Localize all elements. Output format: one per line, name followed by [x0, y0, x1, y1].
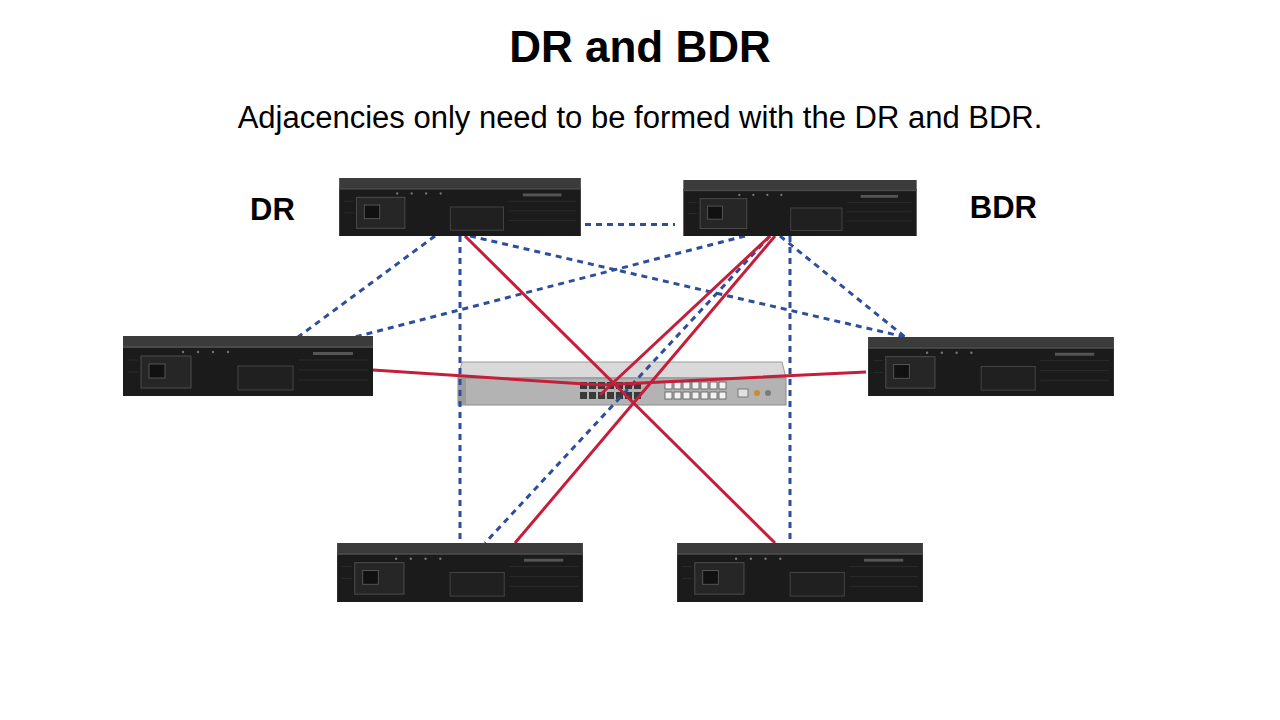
- router: [339, 178, 581, 236]
- router-node: DR: [245, 178, 585, 236]
- router: [868, 337, 1114, 396]
- cable-line: [600, 236, 770, 395]
- cable-line: [465, 236, 775, 543]
- router: [123, 336, 373, 396]
- routers: [123, 178, 1114, 602]
- diagram-title: DR and BDR: [0, 22, 1280, 72]
- red-cables: [373, 236, 866, 543]
- router-role-label: DR: [250, 192, 295, 228]
- cable-line: [515, 236, 775, 543]
- dashed-adjacency-lines: [298, 236, 905, 543]
- router: [337, 543, 583, 602]
- router: [677, 543, 923, 602]
- router-node: BDR: [675, 180, 1045, 236]
- router: [683, 180, 916, 236]
- adjacency-line: [585, 223, 675, 226]
- subtitle-text: Adjacencies only need to be formed with …: [0, 100, 1280, 136]
- dashed-line: [789, 236, 792, 543]
- dashed-line: [780, 236, 905, 337]
- dashed-line: [459, 236, 462, 543]
- router-role-label: BDR: [970, 190, 1037, 226]
